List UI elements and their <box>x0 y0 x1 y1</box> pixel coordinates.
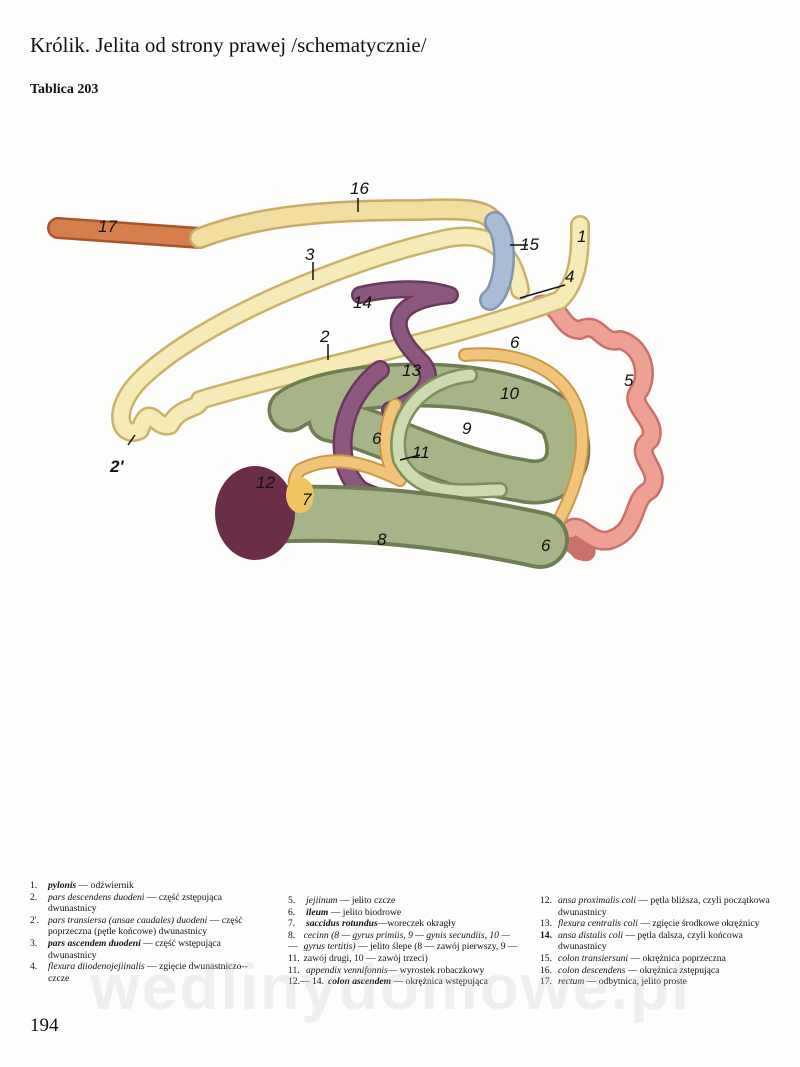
label-9: 9 <box>462 419 472 438</box>
label-7: 7 <box>302 490 312 509</box>
label-6: 6 <box>541 536 551 555</box>
legend-item: 7.saccidus rotundus—woreczek okragły <box>288 918 456 930</box>
legend-item: 1.pylonis — odźwiernik <box>30 880 134 891</box>
legend-item: 5.jejiinum — jelito czcze <box>288 895 396 906</box>
plate-number: Tablica 203 <box>30 82 99 97</box>
legend-item: 16.colon descendens — okrężnica zstępują… <box>540 964 720 976</box>
legend-item: 13.flexura centralis coli — zgięcie środ… <box>540 918 760 930</box>
legend-column-1: 1.pylonis — odźwiernik 2.pars descendens… <box>30 880 262 984</box>
legend-item: 14.ansa distalis coli — pętla dalsza, cz… <box>540 929 743 953</box>
label-8: 8 <box>377 530 387 549</box>
label-15: 15 <box>520 235 539 254</box>
label-10: 10 <box>500 384 519 403</box>
label-6: 6 <box>372 429 382 448</box>
sacculus-rotundus <box>286 477 314 513</box>
label-6: 6 <box>510 333 520 352</box>
label-3: 3 <box>305 245 315 264</box>
legend-item: 15.colon transiersuni — okrężnica poprze… <box>540 952 726 964</box>
label-16: 16 <box>350 179 369 198</box>
label-11: 11 <box>412 443 430 462</box>
label-12: 12 <box>256 473 275 492</box>
legend-item: 2'.pars transiersa (ansae caudales) duod… <box>30 914 243 938</box>
label-2: 2 <box>319 327 330 346</box>
page-title: Królik. Jelita od strony prawej /schemat… <box>30 33 427 57</box>
legend-item: 12.ansa proximalis coli — pętla bliższa,… <box>540 895 770 918</box>
label-1: 1 <box>577 227 586 246</box>
page-number: 194 <box>30 1015 59 1036</box>
label-2-prime: 2' <box>109 457 124 476</box>
legend-item: 4.flexura diiodenojejiinalis — zgięcie d… <box>30 961 248 984</box>
legend-item: 2.pars descendens duodeni — część zstępu… <box>30 891 222 915</box>
legend-item: 8.—11.cecinn (8 — gyrus primiis, 9 — gyn… <box>288 929 518 964</box>
legend-item: 11.appendix vennifonnis— wyrostek robacz… <box>288 964 485 976</box>
label-4: 4 <box>565 267 574 286</box>
label-5: 5 <box>624 371 634 390</box>
legend-item: 12.— 14.colon ascendem — okrężnica wstęp… <box>288 976 488 988</box>
colon-ansa-proximalis <box>215 466 295 560</box>
legend-column-3: 12.ansa proximalis coli — pętla bliższa,… <box>540 895 778 988</box>
legend-item: 3.pars ascendem duodeni — część wstępują… <box>30 937 221 961</box>
label-13: 13 <box>402 361 421 380</box>
legend-column-2: 5.jejiinum — jelito czcze 6.ileum — jeli… <box>288 895 528 988</box>
legend-item: 6.ileum — jelito biodrowe <box>288 906 402 918</box>
label-14: 14 <box>353 293 372 312</box>
label-17: 17 <box>98 217 117 236</box>
legend-item: 17.rectum — odbytnica, jelito proste <box>540 976 687 988</box>
watermark: wedlinydomowe.pl <box>90 951 691 1023</box>
